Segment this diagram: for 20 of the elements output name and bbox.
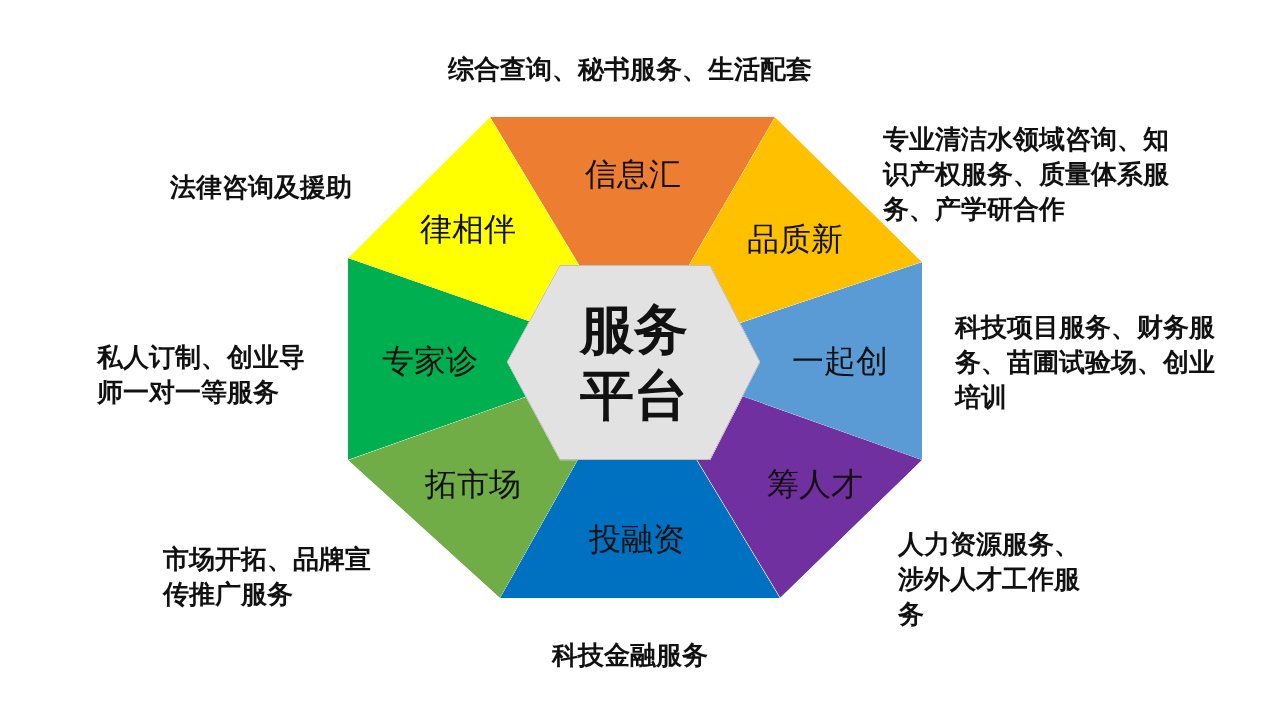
- segment-label: 筹人才: [767, 464, 863, 505]
- description-text: 市场开拓、品牌宣传推广服务: [163, 543, 372, 611]
- segment-label: 投融资: [589, 519, 685, 560]
- octagon-segment: [739, 262, 922, 460]
- description-text: 专业清洁水领域咨询、知识产权服务、质量体系服务、产学研合作: [883, 123, 1170, 226]
- center-label: 服务平台: [578, 297, 689, 429]
- description-text: 综合查询、秘书服务、生活配套: [447, 53, 813, 86]
- description-text: 法律咨询及援助: [170, 171, 353, 204]
- segment-label: 专家诊: [382, 341, 478, 382]
- hexagon: [507, 265, 760, 460]
- description-text: 人力资源服务、涉外人才工作服务: [898, 528, 1081, 631]
- segment-label: 品质新: [747, 219, 843, 260]
- segment-label: 一起创: [792, 341, 888, 382]
- description-text: 私人订制、创业导师一对一等服务: [97, 341, 306, 409]
- description-text: 科技项目服务、财务服务、苗圃试验场、创业培训: [955, 311, 1216, 414]
- description-text: 科技金融服务: [550, 639, 709, 672]
- segment-label: 律相伴: [420, 209, 516, 250]
- segment-label: 拓市场: [425, 464, 521, 505]
- octagon-segment: [348, 258, 530, 460]
- segment-label: 信息汇: [585, 154, 681, 195]
